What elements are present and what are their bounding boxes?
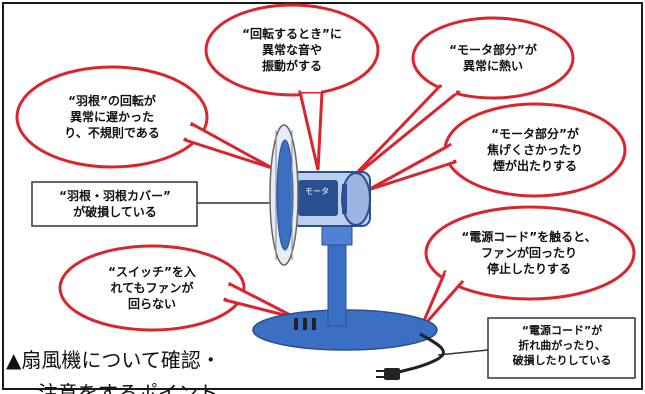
figure-caption-line2: 注意をするポイント xyxy=(38,381,218,394)
figure-caption: ▲扇風機について確認・ xyxy=(6,348,221,372)
callout-bubble-motor-hot xyxy=(411,16,575,100)
callout-tail-rotation-sound xyxy=(298,90,324,171)
callout-text-cord-bent: “電源コード”が 折れ曲がったり、 破損したりしている xyxy=(512,324,612,367)
switch-button-2 xyxy=(303,318,307,330)
fan-pole xyxy=(327,239,347,327)
power-cord xyxy=(391,332,445,376)
callout-bubble-rotation-sound xyxy=(204,3,380,97)
callout-text-motor-smell: “モータ部分”が 焦げくさかったり 煙が出たりする xyxy=(486,127,583,173)
callout-text-rotation-sound: “回転するとき”に 異常な音や 振動がする xyxy=(242,27,342,73)
callout-tail-switch xyxy=(223,281,297,320)
motor-body xyxy=(298,180,338,216)
blades xyxy=(276,139,294,251)
motor-label: モータ xyxy=(305,187,329,196)
callout-text-motor-hot: “モータ部分”が 異常に熱い xyxy=(449,43,537,73)
callout-text-blade-cover: “羽根・羽根カバー” が破損している xyxy=(59,189,171,219)
callout-bubble-switch xyxy=(58,244,246,332)
figure-border xyxy=(2,2,643,390)
switch-button-1 xyxy=(294,318,298,330)
callout-box-cord-bent xyxy=(487,317,636,379)
callout-text-switch: “スイッチ”を入 れてもファンが 回らない xyxy=(108,265,196,311)
callout-text-blade-rotation: “羽根”の回転が 異常に遅かった り、不規則である xyxy=(64,94,160,140)
switch-button-3 xyxy=(312,318,316,330)
callout-bubble-cord-touch xyxy=(424,205,636,301)
callout-text-cord-touch: “電源コード”を触ると、 ファンが回ったり 停止したりする xyxy=(461,230,597,276)
callout-box-blade-cover xyxy=(31,181,198,227)
power-plug xyxy=(384,368,400,380)
callout-tail-blade-rotation xyxy=(182,121,273,170)
callout-bubble-blade-rotation xyxy=(15,65,209,169)
fan-pole-top xyxy=(321,224,353,246)
